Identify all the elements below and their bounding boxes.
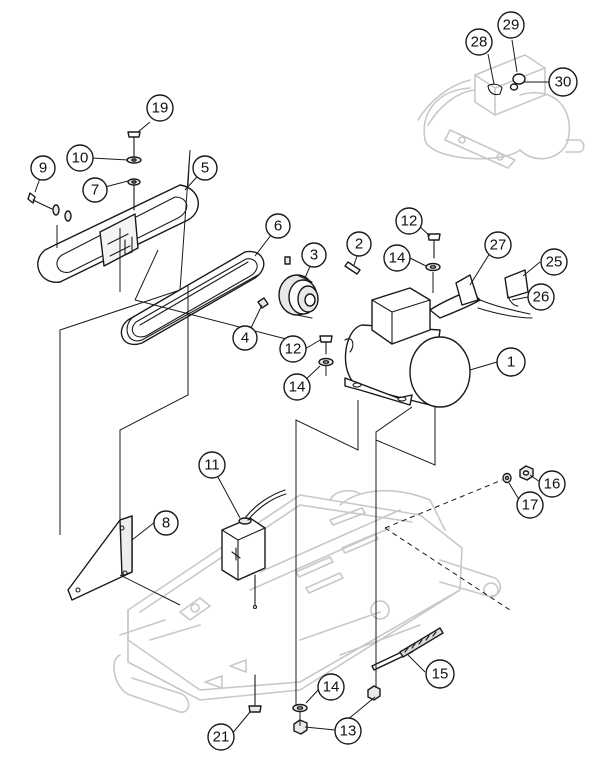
- callout-1: 1: [496, 347, 526, 377]
- svg-text:14: 14: [289, 379, 306, 396]
- callout-12-lower: 12: [279, 335, 307, 363]
- svg-text:14: 14: [389, 250, 406, 267]
- svg-text:26: 26: [533, 289, 550, 306]
- bolt-12-upper: [427, 233, 441, 259]
- svg-text:29: 29: [503, 17, 520, 34]
- callout-13: 13: [334, 717, 362, 745]
- svg-text:9: 9: [39, 160, 47, 177]
- callout-16: 16: [538, 470, 566, 498]
- setscrew-small: [284, 256, 291, 265]
- callout-9: 9: [30, 155, 56, 181]
- motor-cable-27: [429, 274, 533, 319]
- setscrew-4: [257, 297, 269, 309]
- svg-text:19: 19: [152, 100, 169, 117]
- washer-14-lower: [292, 703, 308, 713]
- washer-14-upper: [425, 262, 441, 272]
- svg-text:6: 6: [274, 218, 282, 235]
- base-frame-ghost: [113, 489, 502, 713]
- motor-1: [344, 287, 471, 408]
- belt-5: [37, 184, 199, 283]
- tag-25: [504, 269, 529, 307]
- svg-text:21: 21: [213, 729, 230, 746]
- svg-text:5: 5: [201, 160, 209, 177]
- bolt-19: [127, 131, 141, 159]
- callout-21: 21: [207, 723, 235, 751]
- svg-text:8: 8: [162, 515, 170, 532]
- callout-15: 15: [425, 659, 455, 689]
- bracket-8: [67, 515, 133, 601]
- callout-12-upper: 12: [395, 207, 423, 235]
- callout-2: 2: [346, 231, 372, 257]
- washer-7: [127, 178, 141, 211]
- svg-text:12: 12: [285, 341, 302, 358]
- svg-text:4: 4: [241, 330, 249, 347]
- callout-30: 30: [548, 67, 578, 97]
- callout-25: 25: [540, 248, 568, 276]
- bolt-12-lower: [319, 335, 333, 355]
- key-2: [344, 261, 361, 275]
- callout-14-lower: 14: [317, 673, 345, 701]
- washer-14-mid: [318, 357, 334, 367]
- callout-14-upper: 14: [383, 244, 411, 272]
- svg-text:1: 1: [507, 354, 515, 371]
- motor-inset-details: [487, 73, 526, 96]
- washer-17: [502, 472, 512, 484]
- pulley-3: [278, 274, 319, 319]
- callout-8: 8: [153, 510, 179, 536]
- callout-5: 5: [192, 155, 218, 181]
- callout-19: 19: [146, 94, 174, 122]
- nut-16: [519, 465, 534, 481]
- svg-text:14: 14: [323, 679, 340, 696]
- callout-14-mid: 14: [283, 373, 311, 401]
- callout-4: 4: [232, 325, 258, 351]
- svg-text:7: 7: [91, 182, 99, 199]
- callout-3: 3: [301, 242, 327, 268]
- threaded-rod-15: [371, 627, 444, 671]
- svg-text:3: 3: [310, 247, 318, 264]
- svg-text:10: 10: [72, 150, 89, 167]
- svg-text:15: 15: [432, 666, 449, 683]
- callout-28: 28: [465, 28, 493, 56]
- callout-6: 6: [265, 213, 291, 239]
- svg-text:11: 11: [204, 457, 220, 474]
- callout-17: 17: [516, 491, 544, 519]
- svg-text:27: 27: [490, 237, 507, 254]
- svg-text:16: 16: [544, 476, 561, 493]
- callout-10: 10: [66, 144, 94, 172]
- washer-10: [126, 156, 142, 164]
- callout-29: 29: [497, 11, 525, 39]
- callout-7: 7: [82, 177, 108, 203]
- screw-9: [27, 192, 72, 222]
- callout-11: 11: [198, 451, 226, 479]
- svg-text:12: 12: [401, 213, 418, 230]
- svg-text:17: 17: [522, 497, 539, 514]
- nut-13-right: [367, 685, 381, 701]
- svg-text:25: 25: [546, 254, 563, 271]
- callout-26: 26: [527, 283, 555, 311]
- svg-text:2: 2: [355, 236, 363, 253]
- leader-lines: [56, 149, 511, 726]
- box-11: [221, 489, 287, 610]
- svg-text:30: 30: [555, 74, 572, 91]
- belt-6: [120, 250, 265, 346]
- motor-inset-ghost: [417, 54, 585, 169]
- svg-text:13: 13: [340, 723, 357, 740]
- svg-text:28: 28: [471, 34, 488, 51]
- callout-27: 27: [484, 231, 512, 259]
- screw-21: [248, 674, 262, 713]
